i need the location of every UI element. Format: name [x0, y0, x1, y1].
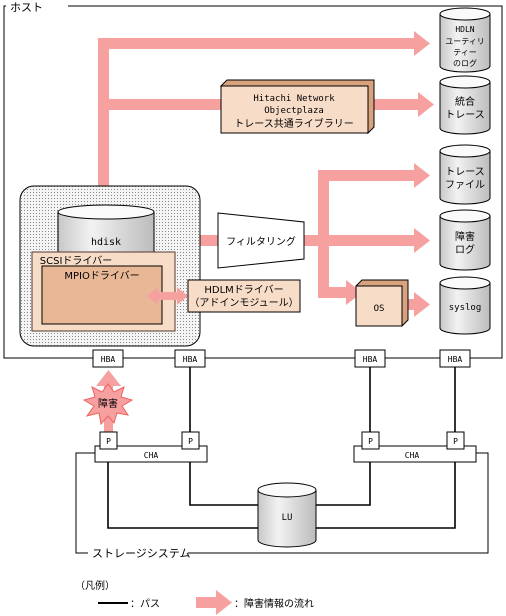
hba-1: HBA	[92, 349, 124, 368]
failure-flow-arrows	[98, 31, 434, 317]
host-label: ホスト	[10, 1, 43, 14]
hba-3-label: HBA	[363, 355, 378, 364]
cha-right: CHA	[353, 445, 477, 463]
hba-4-label: HBA	[448, 355, 463, 364]
hdln-log-cylinder: HDLN ユーティリ ティー のログ	[439, 7, 491, 73]
objectplaza-line2: Objectplaza	[264, 106, 324, 116]
mpio-hdlm-double-arrow	[147, 287, 188, 305]
os-label: OS	[374, 304, 385, 314]
integrated-trace-line2: トレース	[445, 110, 485, 121]
hba-4: HBA	[439, 349, 471, 368]
syslog-label: syslog	[449, 303, 482, 313]
port-2: P	[181, 431, 200, 450]
os-box: OS	[355, 279, 409, 327]
integrated-trace-cylinder: 統合 トレース	[439, 75, 491, 135]
fault-log-cylinder: 障害 ログ	[439, 209, 491, 271]
hdlm-driver-line2: （アドインモジュール）	[189, 297, 298, 309]
legend-flow-arrow	[196, 590, 232, 615]
legend-title: （凡例）	[75, 579, 115, 592]
port-4-label: P	[453, 437, 458, 446]
hdisk-cylinder: hdisk	[57, 204, 155, 263]
integrated-trace-line1: 統合	[455, 95, 475, 108]
hdlm-driver-line1: HDLMドライバー	[204, 284, 283, 296]
legend-path-label: ：パス	[130, 598, 160, 610]
legend: （凡例） ：パス ：障害情報の流れ	[75, 579, 314, 615]
port-1: P	[99, 431, 118, 450]
cha-right-label: CHA	[405, 451, 420, 460]
fault-log-line1: 障害	[455, 230, 475, 243]
filtering-box: フィルタリング	[217, 212, 305, 269]
scsi-driver-label: SCSIドライバー	[40, 255, 112, 267]
objectplaza-line1: Hitachi Network	[253, 94, 335, 104]
trace-file-line2: ファイル	[445, 180, 485, 191]
hdln-log-line1: HDLN	[455, 25, 474, 34]
filtering-label: フィルタリング	[226, 235, 296, 248]
fault-log-line2: ログ	[455, 243, 475, 256]
port-2-label: P	[188, 437, 193, 446]
lu-label: LU	[282, 513, 293, 523]
hdln-log-line4: のログ	[453, 58, 477, 68]
objectplaza-line3: トレース共通ライブラリー	[234, 117, 354, 130]
storage-frame: ストレージシステム	[75, 452, 489, 560]
hdlm-driver-box: HDLMドライバー （アドインモジュール）	[187, 279, 301, 313]
mpio-driver-box	[41, 265, 163, 325]
cha-left: CHA	[94, 445, 208, 463]
hba-2-label: HBA	[183, 355, 198, 364]
hba-2: HBA	[174, 349, 206, 368]
legend-flow-label: ：障害情報の流れ	[234, 597, 314, 610]
hdisk-label: hdisk	[91, 237, 121, 248]
failure-label: 障害	[98, 397, 118, 410]
port-3: P	[361, 431, 380, 450]
storage-label: ストレージシステム	[92, 547, 190, 560]
driver-stack-area: hdisk SCSIドライバー MPIOドライバー	[19, 185, 201, 347]
hba-1-label: HBA	[101, 355, 116, 364]
port-1-label: P	[106, 437, 111, 446]
lu-cylinder: LU	[257, 482, 317, 548]
objectplaza-box: Hitachi Network Objectplaza トレース共通ライブラリー	[219, 79, 375, 135]
port-4: P	[446, 431, 465, 450]
hdln-log-line3: ティー	[453, 48, 477, 57]
cha-left-label: CHA	[144, 451, 159, 460]
mpio-driver-label: MPIOドライバー	[64, 270, 139, 282]
trace-file-cylinder: トレース ファイル	[439, 144, 491, 205]
syslog-cylinder: syslog	[439, 276, 491, 335]
trace-file-line1: トレース	[445, 167, 485, 178]
hdln-log-line2: ユーティリ	[445, 37, 485, 46]
port-3-label: P	[368, 437, 373, 446]
paths	[107, 367, 456, 529]
failure-burst: 障害	[82, 383, 134, 426]
hba-3: HBA	[354, 349, 386, 368]
